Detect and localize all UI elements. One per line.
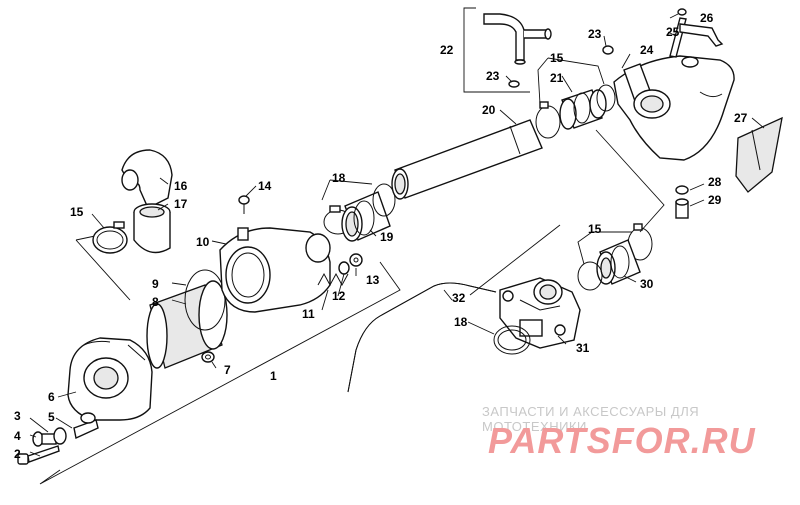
washer-4 — [32, 431, 57, 447]
hose-clamp-30b — [577, 261, 603, 291]
label-1: 1 — [270, 369, 277, 383]
spring-11 — [317, 272, 349, 287]
label-12: 12 — [332, 289, 346, 303]
leader-lines — [29, 13, 765, 457]
label-15a: 15 — [70, 205, 84, 219]
label-10: 10 — [196, 235, 210, 249]
label-14: 14 — [258, 179, 272, 193]
label-20: 20 — [482, 103, 496, 117]
assembly-bracket-1b — [75, 235, 131, 301]
clamp-5 — [73, 412, 99, 440]
screw-26 — [677, 8, 687, 16]
hose-clamp-18-lower — [493, 325, 531, 355]
nut-7 — [201, 351, 215, 363]
adapter-17 — [133, 203, 171, 254]
label-25: 25 — [666, 25, 680, 39]
label-15b: 15 — [550, 51, 564, 65]
label-18b: 18 — [454, 315, 468, 329]
heat-shield-27 — [735, 116, 783, 193]
breather-hose-22 — [483, 13, 552, 65]
grommet-3 — [53, 427, 67, 445]
label-29: 29 — [708, 193, 722, 207]
label-18a: 18 — [332, 171, 346, 185]
label-8: 8 — [152, 295, 159, 309]
spacer-29 — [675, 198, 689, 219]
bolt-2 — [17, 445, 60, 465]
grommet-28 — [675, 185, 689, 195]
label-6: 6 — [48, 390, 55, 404]
label-11: 11 — [302, 307, 315, 321]
label-13: 13 — [366, 273, 380, 287]
carburetor-31 — [499, 277, 581, 349]
label-21: 21 — [550, 71, 564, 85]
washer-13 — [349, 253, 363, 267]
air-filter-element-8 — [146, 280, 228, 369]
plug-23-bottom — [508, 80, 520, 88]
vent-hose-32 — [347, 282, 497, 393]
label-3: 3 — [14, 409, 21, 423]
bracket-22 — [463, 7, 530, 93]
label-30: 30 — [640, 277, 654, 291]
plug-23-top — [602, 45, 614, 55]
label-19: 19 — [380, 230, 394, 244]
screw-14 — [238, 195, 250, 214]
carb-boot-30 — [596, 239, 641, 285]
filter-housing-10 — [219, 227, 331, 313]
label-23a: 23 — [588, 27, 602, 41]
hose-clamp-15-left — [92, 221, 128, 254]
strap-bracket-25 — [669, 17, 724, 58]
label-15c: 15 — [588, 222, 602, 236]
label-27: 27 — [734, 111, 748, 125]
label-22: 22 — [440, 43, 454, 57]
air-intake-box-24 — [613, 55, 735, 161]
label-23b: 23 — [486, 69, 500, 83]
label-7: 7 — [224, 363, 231, 377]
hose-clamp-15-top — [535, 101, 561, 139]
boot-21 — [559, 89, 607, 130]
label-32: 32 — [452, 291, 466, 305]
label-31: 31 — [576, 341, 590, 355]
watermark-tagline: ЗАПЧАСТИ И АКСЕССУАРЫ ДЛЯ МОТОТЕХНИКИ — [482, 404, 700, 434]
link-15-31 — [469, 224, 561, 296]
hose-clamp-21b — [596, 84, 616, 112]
label-24: 24 — [640, 43, 654, 57]
filter-ring-9 — [184, 269, 226, 331]
coupler-19 — [341, 191, 391, 242]
callout-labels: 1 2 3 4 5 6 7 8 9 10 11 12 13 14 15 15 1… — [14, 11, 748, 461]
washer-12 — [338, 261, 350, 275]
label-4: 4 — [14, 429, 21, 443]
label-26: 26 — [700, 11, 714, 25]
watermark-brand: PARTSFOR.RU — [488, 420, 756, 461]
intake-tube-20 — [391, 119, 543, 200]
air-box-housing — [67, 337, 153, 421]
assembly-bracket-1 — [39, 261, 401, 485]
label-9: 9 — [152, 277, 159, 291]
label-28: 28 — [708, 175, 722, 189]
label-16: 16 — [174, 179, 188, 193]
label-2: 2 — [14, 447, 21, 461]
label-17: 17 — [174, 197, 188, 211]
hose-clamp-18b — [372, 183, 396, 217]
link-24-30 — [595, 129, 665, 233]
label-5: 5 — [48, 410, 55, 424]
elbow-boot-16 — [121, 149, 173, 209]
